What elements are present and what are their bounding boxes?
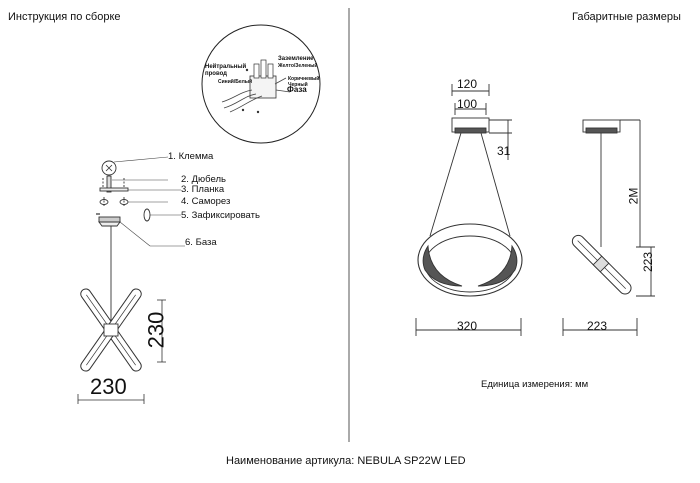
side-view [562, 119, 655, 336]
right-section-title: Габаритные размеры [572, 11, 681, 23]
part-label-dowel: 2. Дюбель [181, 174, 226, 185]
part-label-plank: 3. Планка [181, 184, 225, 195]
units-note: Единица измерения: мм [481, 379, 589, 390]
canopy-height-dim: 31 [497, 144, 511, 158]
part-label-screw: 4. Саморез [181, 196, 231, 207]
neutral-wire-label: Нейтральный провод [205, 64, 247, 78]
phase-wire-label: Фаза [287, 85, 307, 94]
product-name-footer: Наименование артикула: NEBULA SP22W LED [226, 455, 466, 467]
part-label-terminal: 1. Клемма [168, 151, 214, 162]
ground-wire-label: Заземление [278, 56, 314, 62]
part-label-base: 6. База [185, 237, 217, 248]
ground-wire-color: Желто/Зеленый [278, 63, 318, 69]
left-section-title: Инструкция по сборке [8, 11, 121, 23]
part-leaders [112, 156, 185, 247]
front-width-dim: 320 [457, 319, 478, 333]
side-height-dim: 223 [641, 251, 656, 273]
left-width-dim: 230 [90, 374, 127, 399]
side-width-dim: 223 [587, 319, 608, 333]
canopy-inner-dim: 100 [457, 97, 478, 111]
assembly-drawing [80, 160, 151, 372]
cable-length-dim: 2M [626, 187, 641, 205]
phase-wire-color: Коричневый Черный [288, 76, 320, 88]
part-label-fix: 5. Зафиксировать [181, 210, 260, 221]
left-dim-lines [77, 299, 166, 404]
wiring-detail [201, 24, 321, 144]
front-view [415, 84, 523, 336]
canopy-outer-dim: 120 [457, 77, 478, 91]
left-height-dim: 230 [143, 311, 169, 349]
neutral-wire-color: Синий/Белый [218, 79, 253, 85]
